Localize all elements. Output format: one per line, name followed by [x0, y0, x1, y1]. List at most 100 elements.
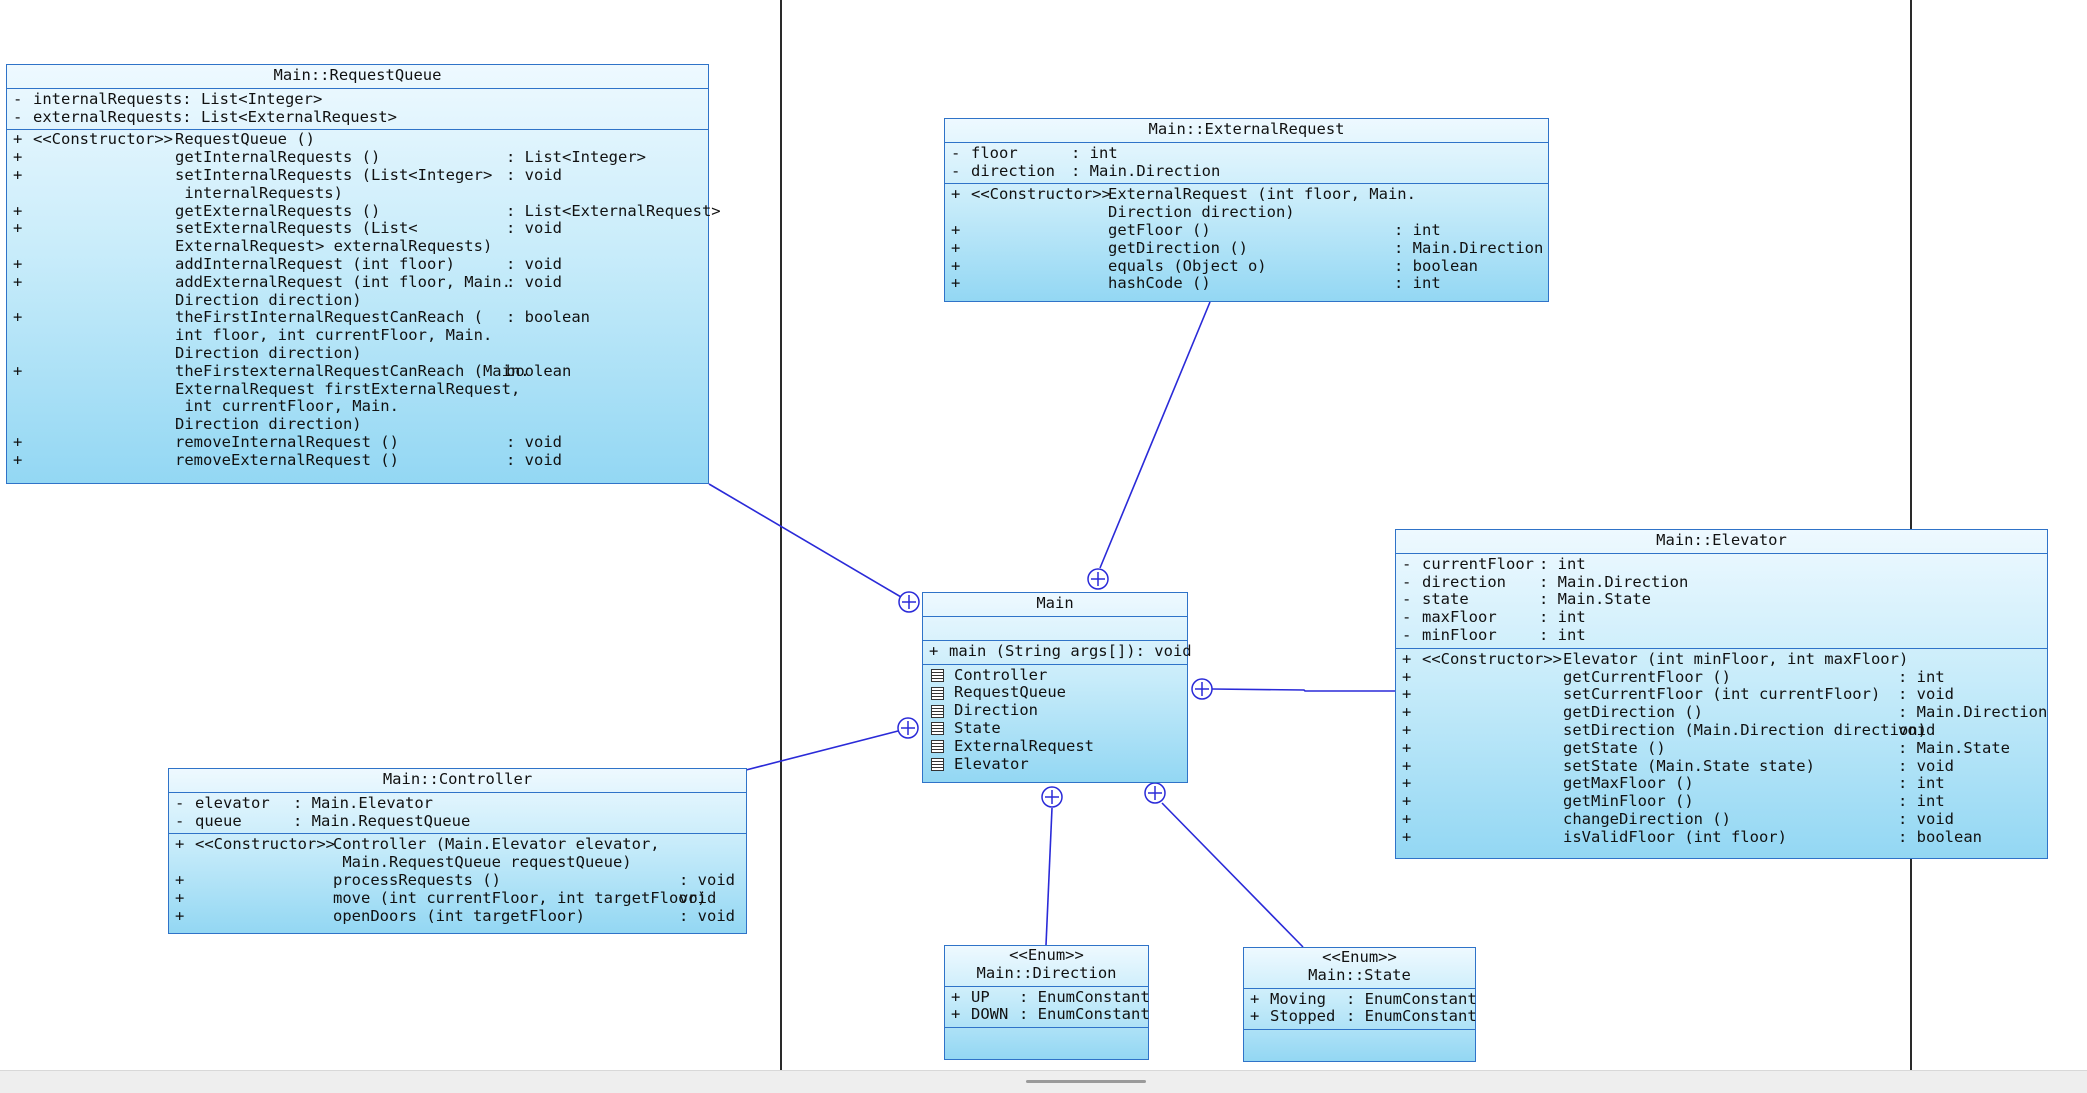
operation-return-type — [679, 836, 746, 872]
operation-stereotype — [33, 203, 175, 221]
visibility-marker: + — [1402, 720, 1412, 739]
nested-class-item[interactable]: Controller — [923, 666, 1187, 685]
operation-signature: getMinFloor () — [1563, 792, 1694, 811]
visibility-marker: - — [13, 89, 23, 108]
operation-stereotype: <<Constructor>> — [195, 835, 335, 854]
operation-row: + getExternalRequests () : List<External… — [7, 201, 721, 221]
visibility-marker: - — [1402, 590, 1412, 609]
operation-row: + setExternalRequests (List< ExternalReq… — [7, 220, 708, 256]
visibility-marker: + — [1402, 827, 1412, 846]
operations-section: + <<Constructor>> Controller (Main.Eleva… — [169, 834, 746, 928]
attribute-row: - minFloor : int — [1396, 625, 2047, 645]
operation-return-type: : List<Integer> — [506, 148, 646, 167]
operation-stereotype — [1422, 793, 1563, 811]
visibility-marker: + — [13, 201, 23, 220]
attribute-type: : Main.Elevator — [293, 793, 433, 812]
operation-signature: getDirection () — [1563, 703, 1703, 722]
operation-signature: processRequests () — [333, 870, 501, 889]
enum-state[interactable]: <<Enum>> Main::State + Moving : EnumCons… — [1243, 947, 1477, 1062]
operation-row: + removeExternalRequest () : void — [7, 451, 708, 470]
class-externalrequest[interactable]: Main::ExternalRequest - floor : int - di… — [944, 118, 1549, 302]
operation-return-type: : boolean — [1898, 827, 1982, 846]
visibility-marker: + — [1402, 649, 1412, 668]
link-direction-main — [1045, 807, 1053, 946]
operation-signature: setDirection (Main.Direction direction) — [1563, 720, 1927, 739]
operation-return-type: : int — [1898, 774, 1945, 793]
operation-return-type: : void — [506, 272, 562, 291]
operation-row: + openDoors (int targetFloor) : void — [169, 907, 746, 926]
operation-signature: getState () — [1563, 738, 1666, 757]
operation-stereotype: <<Constructor>> — [971, 185, 1111, 204]
operation-return-type — [1394, 186, 1548, 222]
operation-row: + addExternalRequest (int floor, Main. D… — [7, 272, 708, 310]
attribute-name: floor — [971, 143, 1018, 162]
visibility-marker: + — [13, 361, 23, 380]
operations-section: + <<Constructor>> RequestQueue () + getI… — [7, 130, 721, 472]
literal-type: : EnumConstant — [1346, 989, 1477, 1008]
operation-row: + getDirection () : Main.Direction — [1396, 703, 2047, 722]
operation-return-type: : void — [1898, 809, 1954, 828]
attribute-name: elevator — [195, 793, 270, 812]
nested-class-item[interactable]: Elevator — [923, 755, 1187, 774]
containment-marker-externalrequest — [1087, 568, 1109, 590]
enum-literal-row: + DOWN : EnumConstant — [945, 1005, 1150, 1024]
literal-type: : EnumConstant — [1019, 1005, 1150, 1024]
horizontal-scroll-thumb[interactable] — [1026, 1080, 1146, 1083]
nested-class-item[interactable]: State — [923, 719, 1187, 738]
nested-class-item[interactable]: ExternalRequest — [923, 737, 1187, 756]
operation-row: + removeInternalRequest () : void — [7, 433, 708, 452]
operation-return-type: : void — [506, 165, 562, 184]
operation-return-type: : boolean — [1394, 256, 1478, 275]
attributes-section — [923, 617, 1187, 641]
attribute-type: : Main.Direction — [1071, 161, 1221, 180]
attribute-row: - queue : Main.RequestQueue — [169, 812, 746, 831]
attributes-section: - internalRequests: List<Integer> - exte… — [7, 89, 708, 131]
nested-classes-section: Controller RequestQueue Direction State … — [923, 665, 1187, 777]
enum-direction[interactable]: <<Enum>> Main::Direction + UP : EnumCons… — [944, 945, 1150, 1060]
operation-stereotype — [195, 890, 333, 908]
literals-section: + UP : EnumConstant + DOWN : EnumConstan… — [945, 987, 1150, 1029]
visibility-marker: - — [1402, 625, 1412, 644]
link-controller-main — [745, 730, 899, 771]
attribute-row: - currentFloor : int — [1396, 554, 2047, 574]
operation-return-type: void — [1898, 720, 1936, 739]
class-requestqueue[interactable]: Main::RequestQueue - internalRequests: L… — [6, 64, 721, 484]
visibility-marker: + — [175, 835, 185, 854]
operation-signature: isValidFloor (int floor) — [1563, 827, 1787, 846]
class-name: Main — [923, 593, 1187, 617]
attribute-row: - floor : int — [945, 143, 1548, 163]
containment-marker-controller — [897, 717, 919, 739]
link-state-main — [1161, 802, 1304, 948]
operation-stereotype — [1422, 740, 1563, 758]
enum-stereotype: <<Enum>> — [1009, 946, 1084, 964]
operation-row: + hashCode () : int — [945, 275, 1548, 293]
operation-stereotype: <<Constructor>> — [1422, 649, 1562, 668]
visibility-marker: + — [13, 308, 23, 327]
visibility-marker: + — [951, 987, 961, 1006]
class-main[interactable]: Main + main (String args[]): void Contro… — [922, 592, 1192, 783]
operation-return-type: boolean — [506, 361, 572, 380]
operation-stereotype — [971, 258, 1108, 276]
operation-stereotype: <<Constructor>> — [33, 130, 173, 149]
literal-type: : EnumConstant — [1346, 1007, 1477, 1026]
attribute-row: - state : Main.State — [1396, 591, 2047, 609]
class-elevator[interactable]: Main::Elevator - currentFloor : int - di… — [1395, 529, 2048, 859]
containment-marker-direction — [1041, 786, 1063, 808]
operation-stereotype — [1422, 669, 1563, 687]
operation-row: + addInternalRequest (int floor) : void — [7, 255, 708, 274]
literal-type: : EnumConstant — [1019, 987, 1150, 1006]
attribute-row: - elevator : Main.Elevator — [169, 793, 746, 813]
operation-row: + getCurrentFloor () : int — [1396, 668, 2047, 687]
attribute-name: currentFloor — [1422, 554, 1534, 573]
operation-return-type: : Main.Direction — [1394, 238, 1544, 257]
nested-class-item[interactable]: Direction — [923, 701, 1187, 720]
attribute-type: : int — [1539, 608, 1586, 627]
operation-return-type — [1898, 651, 2047, 669]
visibility-marker: + — [1402, 774, 1412, 793]
operation-stereotype — [1422, 686, 1563, 704]
nested-class-label: RequestQueue — [954, 683, 1066, 702]
operation-stereotype — [33, 309, 175, 362]
nested-class-item[interactable]: RequestQueue — [923, 684, 1187, 702]
operation-row: + getMinFloor () : int — [1396, 792, 2047, 811]
class-controller[interactable]: Main::Controller - elevator : Main.Eleva… — [168, 768, 747, 934]
